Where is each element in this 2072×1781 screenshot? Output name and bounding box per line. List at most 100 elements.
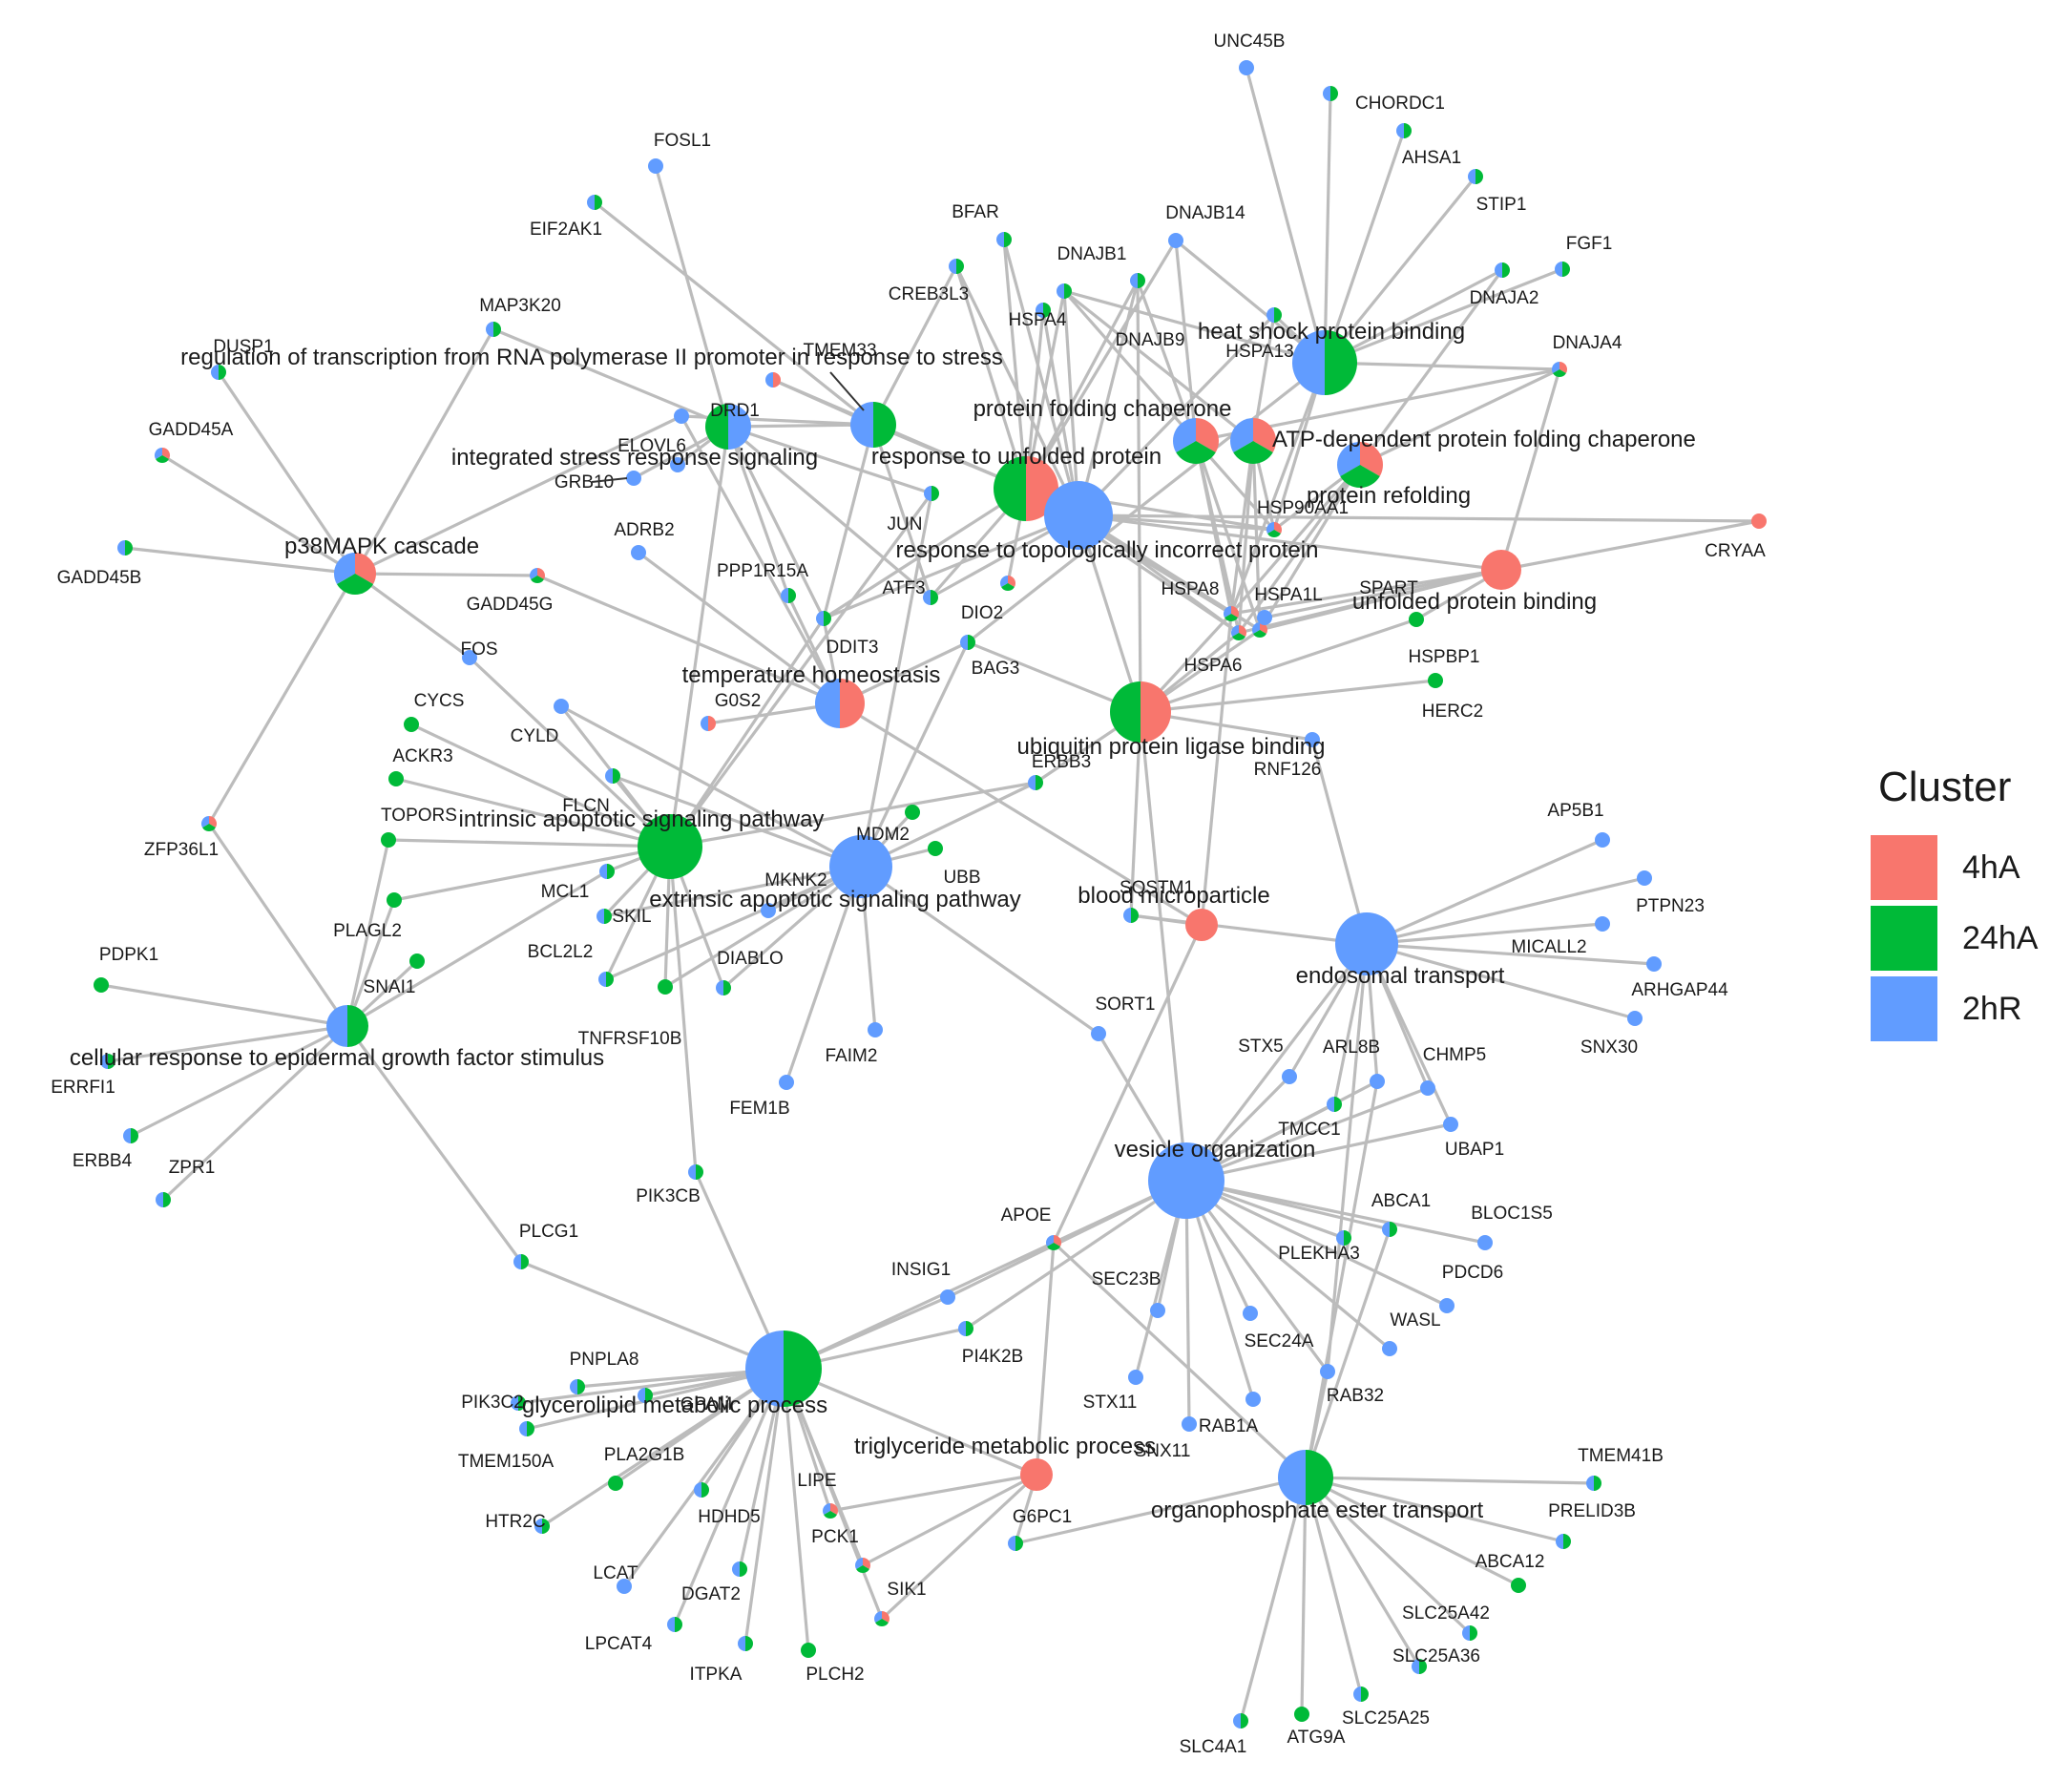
gene-node-lcat[interactable] (617, 1579, 632, 1594)
gene-node-gadd45g[interactable] (530, 568, 545, 584)
gene-node-plagl2[interactable] (387, 892, 402, 908)
gene-node-stx5[interactable] (1282, 1069, 1297, 1084)
term-node-intrinsic[interactable] (638, 814, 702, 879)
gene-node-adrb2[interactable] (631, 545, 646, 560)
term-node-glycero[interactable] (745, 1331, 822, 1407)
gene-node-ubb[interactable] (928, 841, 943, 856)
gene-node-skil[interactable] (596, 909, 612, 924)
gene-node-ahsa1[interactable] (1396, 123, 1412, 138)
gene-node-insig1[interactable] (940, 1289, 955, 1305)
gene-node-pi4k2b[interactable] (958, 1321, 973, 1336)
gene-node-lpcat4[interactable] (667, 1617, 682, 1632)
term-node-reg-tx[interactable] (850, 402, 896, 448)
gene-node-eif2ak1[interactable] (587, 195, 602, 210)
gene-node-cyld[interactable] (554, 699, 569, 714)
gene-node-dnaja2[interactable] (1495, 262, 1510, 278)
gene-node-hspa4[interactable] (1036, 303, 1051, 318)
gene-node-jun[interactable] (924, 486, 939, 501)
gene-node-sqstm1[interactable] (1123, 908, 1139, 923)
term-node-blood-micro[interactable] (1185, 909, 1218, 941)
gene-node-gadd45b[interactable] (117, 540, 133, 555)
gene-node-pik3c2[interactable] (511, 1395, 526, 1411)
gene-node-rab32[interactable] (1320, 1364, 1335, 1379)
term-node-p38[interactable] (333, 553, 376, 595)
gene-node-fosl1[interactable] (648, 158, 663, 174)
gene-node-dnaja4[interactable] (1552, 362, 1568, 378)
gene-node-diablo[interactable] (716, 980, 731, 995)
gene-node-abca12[interactable] (1511, 1578, 1526, 1593)
gene-node-elovl6[interactable] (670, 457, 685, 472)
gene-node-gpam[interactable] (638, 1388, 653, 1403)
gene-node-slc25a36[interactable] (1412, 1659, 1427, 1674)
gene-node-g0s2[interactable] (701, 716, 716, 731)
gene-node-snx30[interactable] (1627, 1011, 1643, 1026)
term-node-vesicle[interactable] (1148, 1142, 1224, 1219)
gene-node-arl8b[interactable] (1370, 1074, 1385, 1089)
gene-node-apoe[interactable] (1046, 1235, 1061, 1250)
gene-node-pla2g1b[interactable] (608, 1476, 623, 1491)
gene-node-hspa13[interactable] (1266, 307, 1282, 323)
gene-node-tmcc1[interactable] (1327, 1097, 1342, 1112)
gene-node-chordc1[interactable] (1323, 86, 1338, 101)
gene-node-mcl1[interactable] (599, 864, 615, 879)
gene-node-mknk2[interactable] (761, 903, 776, 918)
gene-node-g6pc1[interactable] (1008, 1536, 1023, 1551)
gene-node-bloc1s5[interactable] (1477, 1235, 1493, 1250)
gene-node-tmem41b[interactable] (1586, 1476, 1601, 1491)
gene-node-cryaa[interactable] (1751, 513, 1767, 529)
gene-node-dnajb9[interactable] (1130, 273, 1145, 288)
gene-node-abca1[interactable] (1382, 1222, 1397, 1237)
gene-node-ackr3[interactable] (388, 771, 404, 786)
gene-node-drd1[interactable] (674, 409, 689, 424)
gene-node-dnajb1[interactable] (1057, 283, 1072, 299)
gene-node-stx11[interactable] (1128, 1370, 1143, 1385)
gene-node-htr2c[interactable] (534, 1519, 550, 1534)
gene-node-errfi1[interactable] (100, 1054, 115, 1069)
gene-node-ptpn23[interactable] (1637, 870, 1652, 886)
gene-node-slc25a42[interactable] (1462, 1625, 1477, 1641)
gene-node-topors[interactable] (381, 832, 396, 848)
gene-node-cycs[interactable] (404, 717, 419, 732)
gene-node-mdm2[interactable] (905, 805, 920, 820)
term-node-unfolded-binding[interactable] (1481, 550, 1521, 590)
term-node-prot-refold[interactable] (1337, 442, 1383, 489)
gene-node-lipe[interactable] (823, 1503, 838, 1519)
term-node-organophos[interactable] (1278, 1450, 1333, 1505)
term-node-endosomal[interactable] (1335, 912, 1398, 975)
gene-node-map3k20[interactable] (486, 322, 501, 337)
term-node-resp-topo[interactable] (1044, 481, 1113, 550)
term-node-prot-fold-chap[interactable] (1172, 418, 1220, 465)
gene-node-stip1[interactable] (1468, 169, 1483, 184)
gene-node-rab1a[interactable] (1245, 1392, 1261, 1407)
gene-node-dio2[interactable] (1000, 576, 1015, 592)
gene-node-hdhd5[interactable] (694, 1482, 709, 1498)
gene-node-pdcd6[interactable] (1439, 1298, 1455, 1313)
gene-node-spart[interactable] (1257, 610, 1272, 625)
gene-node-bcl2l2[interactable] (598, 972, 614, 987)
gene-node-hspbp1[interactable] (1409, 612, 1424, 627)
term-node-egf[interactable] (326, 1005, 368, 1047)
gene-node-pik3cb[interactable] (688, 1164, 703, 1180)
gene-node-itpka[interactable] (738, 1636, 753, 1651)
gene-node-tmem150a[interactable] (519, 1421, 534, 1436)
gene-node-flcn[interactable] (605, 768, 620, 784)
gene-node-sik1[interactable] (874, 1611, 889, 1626)
gene-node-dgat2[interactable] (732, 1561, 747, 1577)
gene-node-unc45b[interactable] (1239, 60, 1254, 75)
gene-node-pdpk1[interactable] (94, 977, 109, 993)
gene-node-fgf1[interactable] (1555, 262, 1570, 277)
gene-node-atg9a[interactable] (1294, 1707, 1309, 1722)
gene-node-sec24a[interactable] (1243, 1306, 1258, 1321)
gene-node-ap5b1[interactable] (1595, 832, 1610, 848)
gene-node-micall2[interactable] (1595, 916, 1610, 932)
gene-node-sec23b[interactable] (1150, 1303, 1165, 1318)
gene-node-faim2[interactable] (868, 1022, 883, 1037)
gene-node-creb3l3[interactable] (949, 259, 964, 274)
gene-node-zfp36l1[interactable] (201, 816, 218, 831)
gene-node-plekha3[interactable] (1336, 1230, 1351, 1246)
gene-node-atf3[interactable] (923, 590, 938, 605)
gene-node-tnfrsf10b[interactable] (658, 979, 673, 995)
gene-node-erbb3[interactable] (1028, 775, 1043, 790)
gene-node-snai1[interactable] (409, 953, 425, 969)
term-node-ubiq[interactable] (1110, 681, 1171, 743)
